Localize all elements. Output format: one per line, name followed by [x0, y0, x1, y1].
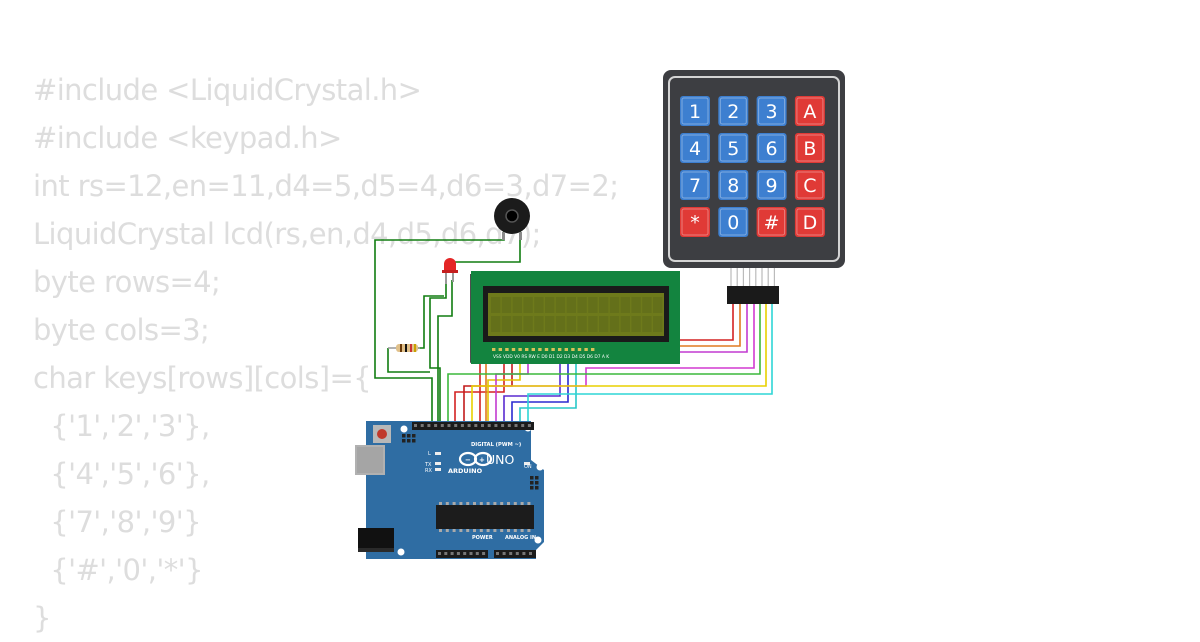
code-line: #include <LiquidCrystal.h>	[33, 73, 422, 107]
piezo-buzzer	[494, 198, 530, 240]
atmega-chip	[436, 505, 534, 529]
resistor	[388, 344, 420, 352]
keypad-key-label: D	[803, 212, 818, 234]
keypad-key-label: A	[803, 101, 816, 123]
code-line: char keys[rows][cols]={	[33, 361, 372, 395]
keypad-key-label: 6	[766, 138, 778, 160]
keypad-wire	[527, 300, 773, 426]
keypad-key-label: 9	[766, 175, 778, 197]
code-line: byte cols=3;	[33, 313, 210, 347]
keypad-border	[668, 76, 840, 262]
keypad-key-label: 1	[689, 101, 701, 123]
led-wire	[437, 280, 453, 426]
keypad-key-label: 5	[727, 138, 739, 160]
keypad-key	[756, 133, 787, 163]
keypad-key	[756, 170, 787, 200]
red-led	[442, 258, 458, 284]
keypad-wire	[447, 300, 761, 426]
keypad-key-label: 7	[689, 175, 701, 197]
keypad-key	[718, 170, 749, 200]
keypad-key	[756, 96, 787, 126]
buzzer-hole	[505, 209, 519, 223]
code-overlay: #include <LiquidCrystal.h> #include <key…	[33, 66, 619, 642]
code-line: }	[33, 601, 51, 635]
keypad-key-label: B	[803, 138, 816, 160]
keypad-ribbon	[727, 268, 779, 286]
keypad-key-label: *	[690, 212, 700, 234]
code-line: LiquidCrystal lcd(rs,en,d4,d5,d6,d7);	[33, 217, 541, 251]
tx-label: TX	[424, 462, 432, 468]
l-label: L	[428, 451, 431, 457]
keypad-key-label: C	[803, 175, 816, 197]
keypad-key	[718, 96, 749, 126]
analog-header	[494, 550, 536, 558]
keypad-key	[794, 96, 825, 126]
keypad-key	[794, 170, 825, 200]
lcd-pin-labels: VSS VDD V0 RS RW E D0 D1 D2 D3 D4 D5 D6 …	[493, 354, 609, 360]
keypad-key	[680, 133, 710, 163]
led-wire	[429, 262, 447, 426]
code-line: {'1','2','3'},	[33, 409, 210, 443]
code-line: {'#','0','*'}	[33, 553, 203, 587]
code-line: {'7','8','9'}	[33, 505, 201, 539]
keypad-key	[680, 207, 710, 237]
analog-label: ANALOG IN	[505, 535, 536, 541]
keypad-key	[680, 170, 710, 200]
mounting-hole	[397, 548, 405, 556]
keypad-key	[756, 207, 787, 237]
arduino-logo-text: ARDUINO	[448, 467, 483, 475]
on-label: ON	[524, 464, 532, 470]
code-line: {'4','5','6'},	[33, 457, 210, 491]
lcd-data-wire	[487, 355, 521, 426]
arduino-logo-icon	[458, 451, 493, 467]
keypad-key	[718, 207, 749, 237]
lcd-data-wire	[519, 355, 577, 426]
mounting-hole	[400, 425, 408, 433]
mounting-hole	[536, 463, 544, 471]
lcd-data-wire	[511, 355, 569, 426]
keypad-4x4: 1 2 3 A 4 5 6 B 7 8 9 C * 0 # D	[663, 70, 845, 304]
keypad-key-label: 4	[689, 138, 701, 160]
digital-label: DIGITAL (PWM ~)	[471, 442, 521, 448]
keypad-key	[794, 133, 825, 163]
mounting-hole	[534, 536, 542, 544]
code-line: byte rows=4;	[33, 265, 221, 299]
keypad-key	[794, 207, 825, 237]
keypad-header-pins	[727, 286, 779, 304]
code-line: int rs=12,en=11,d4=5,d5=4,d6=3,d7=2;	[33, 169, 619, 203]
keypad-key-label: 2	[727, 101, 739, 123]
keypad-key-label: #	[764, 212, 780, 234]
led-lens	[444, 258, 456, 270]
keypad-key	[680, 96, 710, 126]
code-line: #include <keypad.h>	[33, 121, 342, 155]
keypad-key	[718, 133, 749, 163]
lcd-data-wire	[503, 355, 561, 426]
resistor-wire	[418, 295, 444, 349]
power-label: POWER	[472, 535, 493, 541]
keypad-key-label: 0	[727, 212, 739, 234]
svg-text:−: −	[465, 456, 471, 464]
svg-text:+: +	[479, 456, 485, 464]
resistor-wire	[387, 348, 430, 373]
keypad-key-label: 3	[766, 101, 778, 123]
lcd-16x2: VSS VDD V0 RS RW E D0 D1 D2 D3 D4 D5 D6 …	[471, 271, 680, 364]
power-header	[436, 550, 488, 558]
keypad-key-label: 8	[727, 175, 739, 197]
board-model: UNO	[486, 452, 514, 467]
keypad-wire	[471, 300, 767, 426]
rx-label: RX	[425, 468, 432, 474]
digital-header	[412, 422, 534, 430]
arduino-uno: − + ARDUINO UNO DIGITAL (PWM ~) POWER AN…	[355, 421, 544, 559]
